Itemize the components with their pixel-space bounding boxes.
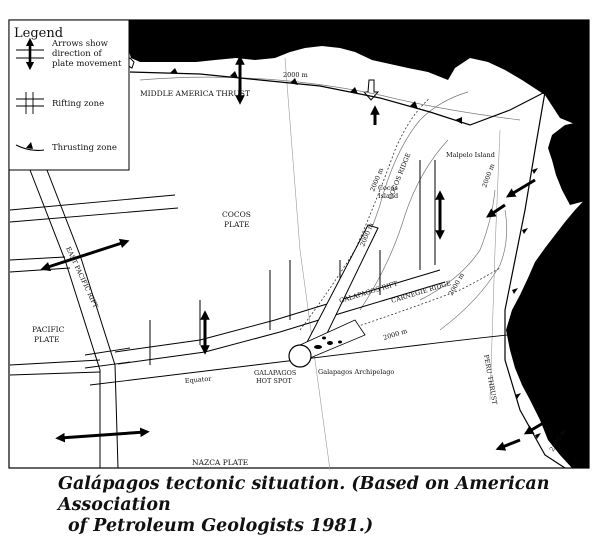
galapagos-hot-spot-label-2: HOT SPOT: [256, 377, 293, 385]
cocos-ridge-zone: [299, 97, 431, 331]
galapagos-hot-spot: [288, 344, 312, 368]
graticule: [284, 57, 501, 470]
legend-arrows-label-2: direction of: [52, 49, 103, 59]
middle-america-thrust: [129, 71, 546, 126]
equator-line: [89, 329, 561, 386]
pacific-plate-label-1: PACIFIC: [32, 325, 65, 334]
nazca-plate-label: NAZCA PLATE: [192, 458, 248, 467]
plate-motion-arrows: [40, 55, 445, 443]
galapagos-islands: [314, 336, 342, 349]
legend-rifting-label: Rifting zone: [52, 99, 104, 109]
cocos-island-label-1: Cocos: [378, 184, 398, 192]
rift-transforms: [9, 194, 179, 376]
tectonic-map: Legend Arrows show direction of plate mo…: [8, 19, 590, 470]
middle-america-thrust-label: MIDDLE AMERICA THRUST: [140, 89, 250, 98]
pacific-plate-label-2: PLATE: [34, 335, 60, 344]
equator-label: Equator: [184, 375, 212, 385]
peru-thrust: [504, 91, 566, 469]
colombia-coast-landmass: [548, 120, 589, 205]
legend-thrusting-label: Thrusting zone: [52, 143, 117, 153]
depth-label-a: 2000 m: [283, 71, 308, 79]
caption-line-1: Galápagos tectonic situation. (Based on …: [58, 474, 550, 515]
south-america-landmass: [506, 195, 589, 468]
galapagos-hot-spot-label-1: GALAPAGOS: [254, 369, 296, 377]
thrust-teeth: [170, 68, 541, 439]
legend-rifting-symbol: [16, 92, 44, 114]
galapagos-archipelago-label: Galapagos Archipelago: [318, 368, 394, 376]
cocos-island-label-2: Island: [378, 192, 398, 200]
caption-line-2: of Petroleum Geologists 1981.): [68, 516, 374, 536]
legend-arrows-symbol: [16, 37, 44, 71]
central-america-landmass: [128, 20, 589, 130]
cocos-plate-label-1: COCOS: [222, 210, 251, 219]
cocos-plate-label-2: PLATE: [224, 220, 250, 229]
east-pacific-rift: [29, 164, 119, 469]
malpelo-island-label: Malpelo Island: [446, 151, 495, 159]
legend-arrows-label-1: Arrows show: [51, 39, 109, 49]
legend-thrusting-symbol: [15, 142, 45, 151]
figure-caption: Galápagos tectonic situation. (Based on …: [58, 474, 588, 537]
legend-arrows-label-3: plate movement: [52, 59, 122, 69]
galapagos-rift: [114, 160, 446, 365]
legend-title: Legend: [14, 26, 63, 41]
plate-motion-single-arrows: [370, 105, 546, 451]
